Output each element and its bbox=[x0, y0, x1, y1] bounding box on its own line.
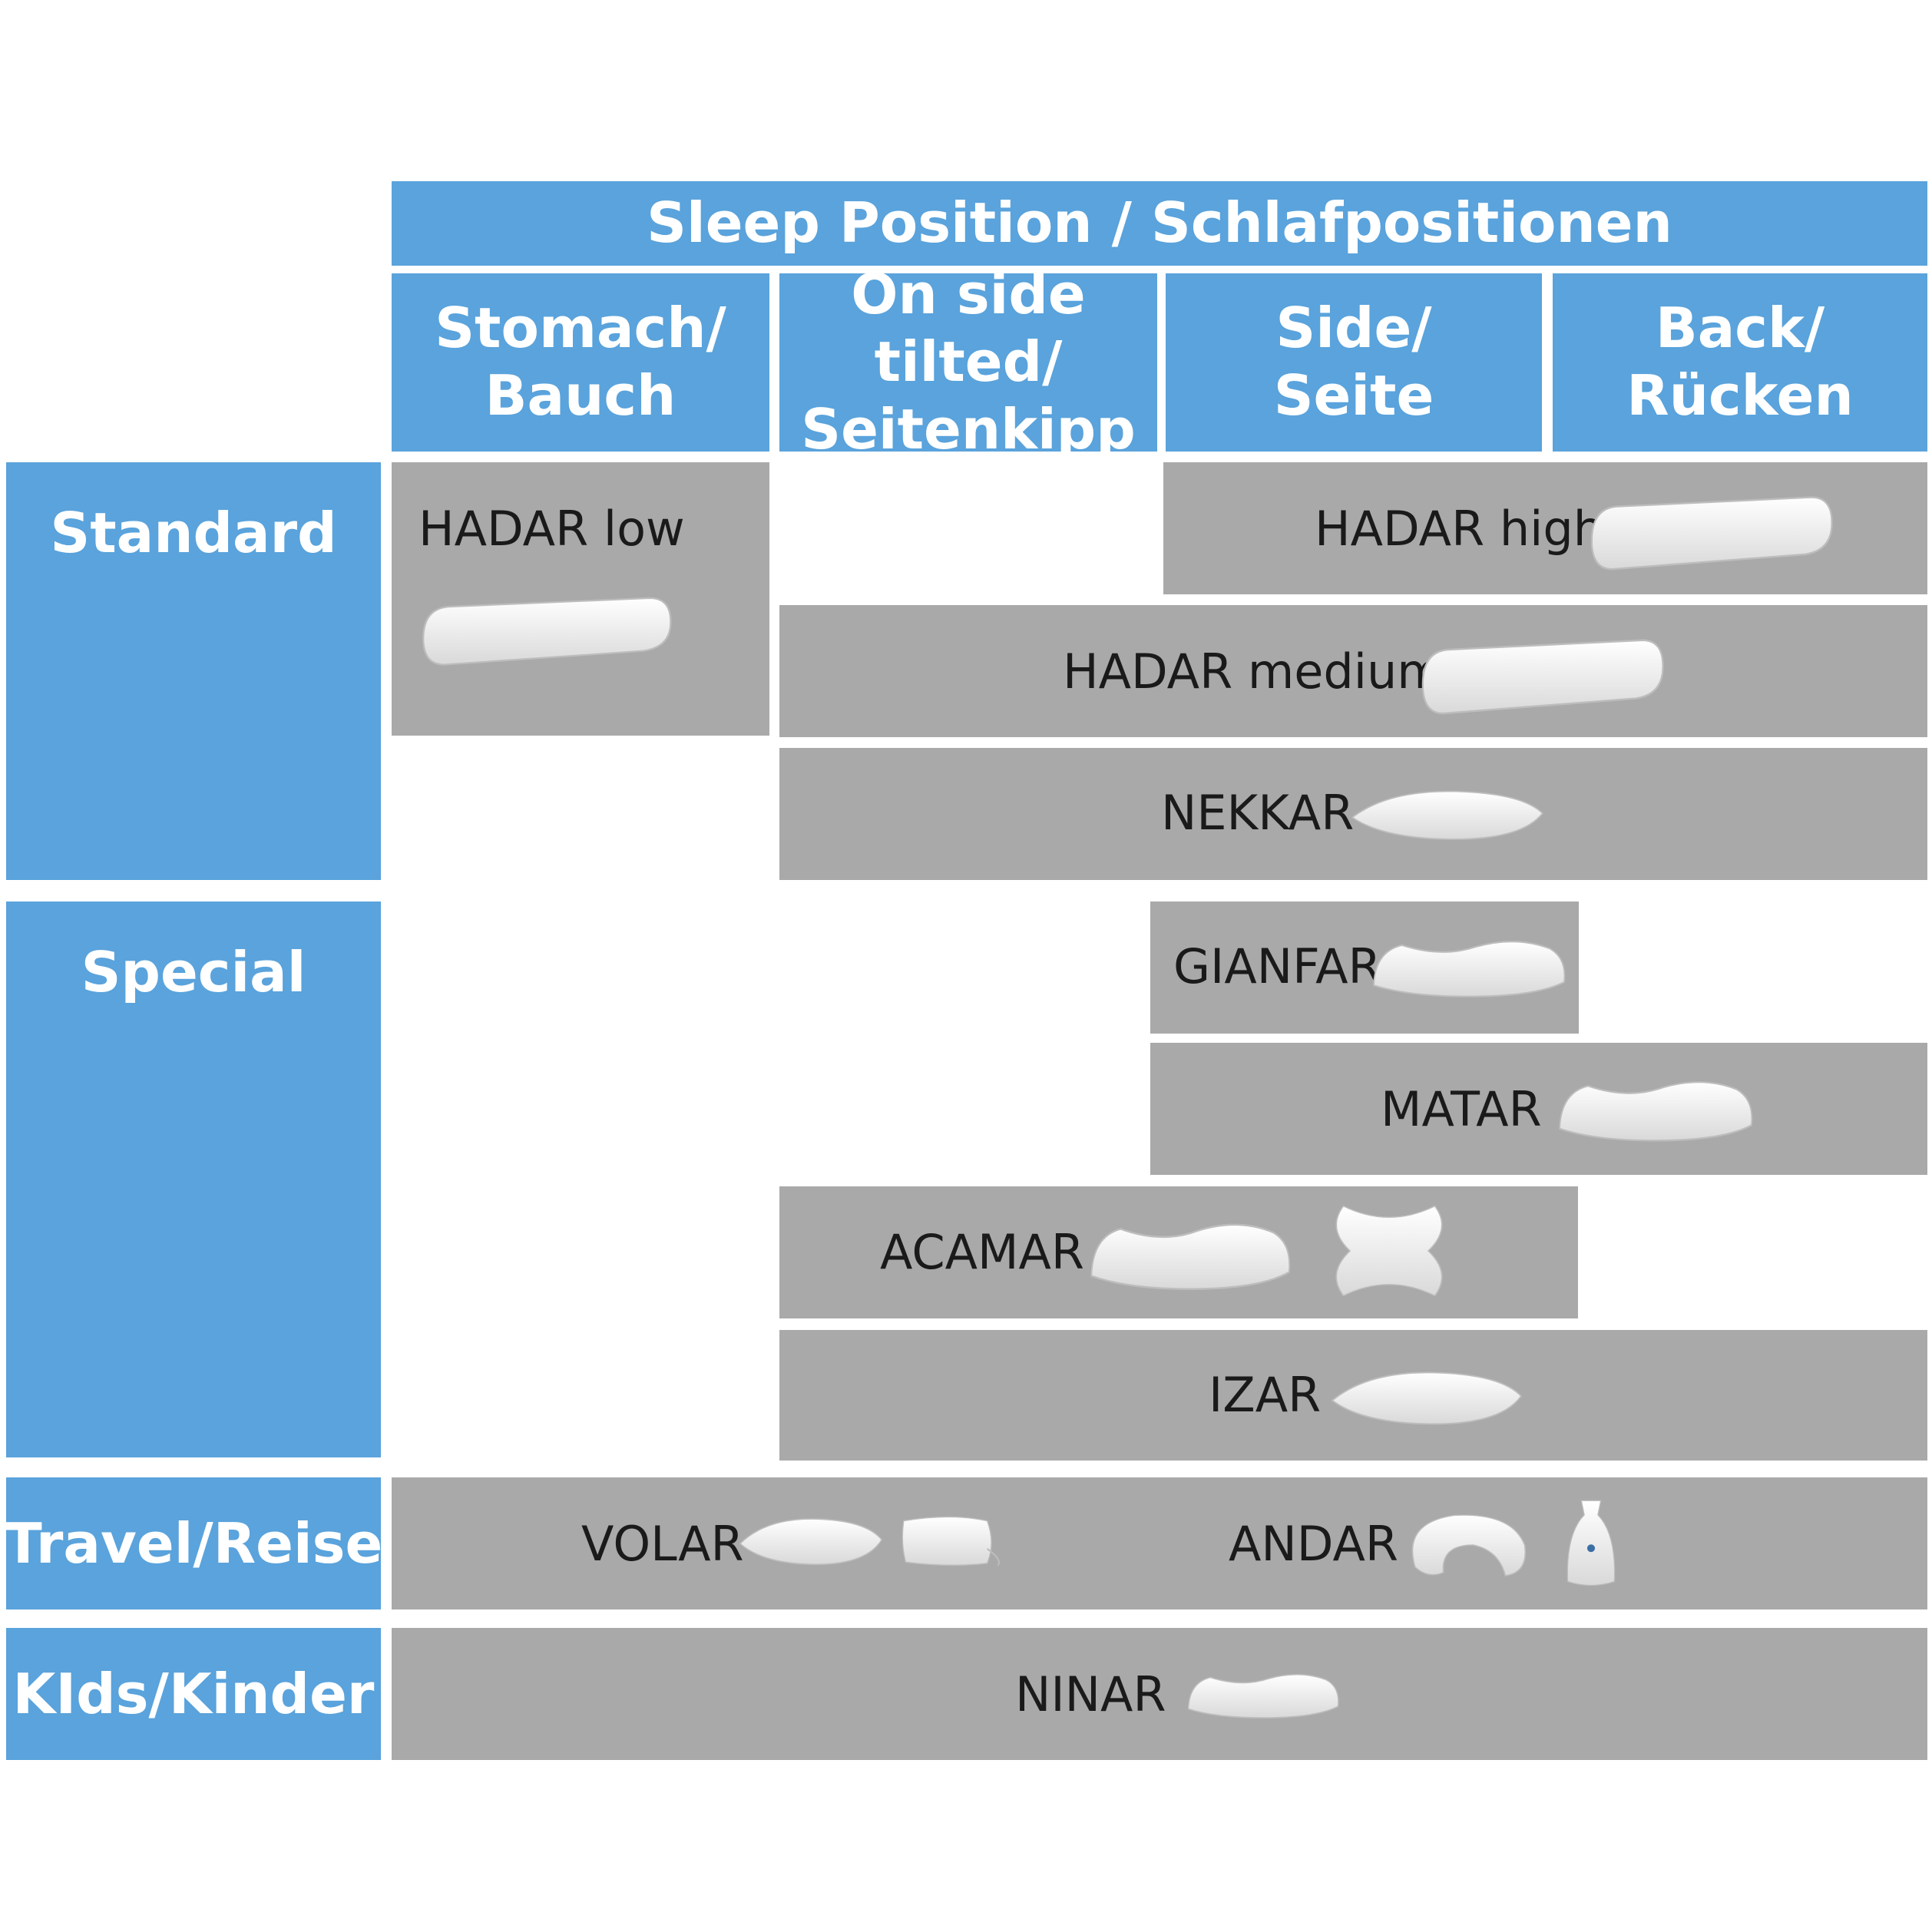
label-matar: MATAR bbox=[1381, 1081, 1542, 1137]
pillow-icon bbox=[1348, 783, 1547, 845]
column-header-back: Back/ Rücken bbox=[1553, 273, 1927, 452]
column-header-line: Seitenkipp bbox=[801, 396, 1136, 461]
column-header-line: Side/ bbox=[1275, 296, 1432, 361]
pillow-icon bbox=[1184, 1665, 1342, 1722]
pillow-icon bbox=[737, 1511, 885, 1570]
column-header-line: Seite bbox=[1273, 363, 1434, 428]
pillow-icon bbox=[1414, 633, 1668, 717]
bar-hadar-medium bbox=[779, 605, 1927, 737]
pillow-icon bbox=[1368, 929, 1570, 1001]
column-header-line: Bauch bbox=[485, 363, 677, 428]
column-header-line: Rücken bbox=[1626, 363, 1854, 428]
category-special: Special bbox=[6, 901, 381, 1457]
column-header-line: Back/ bbox=[1655, 296, 1825, 361]
pillow-icon bbox=[415, 591, 676, 668]
neck-pillow-icon bbox=[1402, 1507, 1531, 1583]
column-header-stomach: Stomach/ Bauch bbox=[392, 273, 769, 452]
label-hadar-medium: HADAR medium bbox=[1063, 643, 1444, 700]
category-travel: Travel/Reise bbox=[5, 1477, 382, 1609]
travel-bag-icon bbox=[898, 1510, 1003, 1571]
bar-nekkar bbox=[779, 748, 1927, 880]
travel-bag-icon bbox=[1562, 1496, 1620, 1591]
label-volar: VOLAR bbox=[581, 1516, 744, 1572]
bar-kids bbox=[392, 1628, 1927, 1760]
label-izar: IZAR bbox=[1209, 1367, 1322, 1423]
label-andar: ANDAR bbox=[1229, 1516, 1398, 1572]
column-header-side: Side/ Seite bbox=[1166, 273, 1542, 452]
category-kids: KIds/Kinder bbox=[6, 1628, 381, 1760]
pillow-icon bbox=[1328, 1364, 1525, 1430]
label-hadar-high: HADAR high bbox=[1315, 501, 1604, 557]
header-sleep-position: Sleep Position / Schlafpositionen bbox=[392, 181, 1927, 266]
column-header-line: Stomach/ bbox=[435, 296, 726, 361]
butterfly-pillow-icon bbox=[1324, 1195, 1454, 1307]
label-gianfar: GIANFAR bbox=[1173, 938, 1381, 994]
label-ninar: NINAR bbox=[1015, 1666, 1166, 1722]
column-header-side-tilted: On side tilted/ Seitenkipp bbox=[779, 262, 1157, 461]
column-header-line: On side tilted/ bbox=[851, 262, 1086, 395]
label-acamar: ACAMAR bbox=[880, 1224, 1085, 1280]
pillow-icon bbox=[1086, 1210, 1295, 1295]
bar-hadar-low bbox=[392, 462, 769, 736]
label-hadar-low: HADAR low bbox=[418, 501, 685, 557]
pillow-icon bbox=[1554, 1069, 1757, 1146]
label-nekkar: NEKKAR bbox=[1161, 785, 1355, 841]
category-standard: Standard bbox=[6, 462, 381, 880]
bar-travel bbox=[392, 1477, 1927, 1609]
pillow-icon bbox=[1583, 490, 1837, 573]
bar-matar bbox=[1150, 1043, 1927, 1175]
